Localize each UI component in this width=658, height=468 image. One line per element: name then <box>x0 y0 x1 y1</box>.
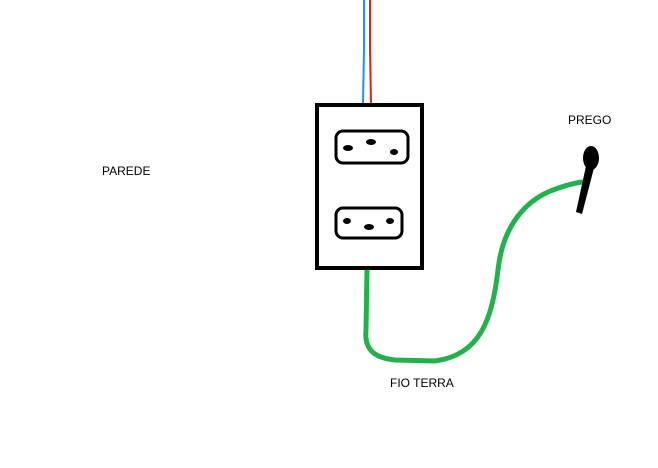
supply-wires <box>362 0 372 105</box>
wall-label: PAREDE <box>102 164 151 178</box>
red-wire <box>369 0 372 105</box>
ground-wire <box>363 179 585 364</box>
nail-icon <box>576 146 599 214</box>
lower-socket <box>334 206 404 240</box>
nail-label: PREGO <box>568 113 612 127</box>
upper-socket <box>334 129 410 165</box>
outlet-plate <box>315 103 424 270</box>
socket-outlet-icon <box>315 103 424 270</box>
ground-wire-label: FIO TERRA <box>390 376 454 390</box>
blue-wire <box>362 0 365 105</box>
